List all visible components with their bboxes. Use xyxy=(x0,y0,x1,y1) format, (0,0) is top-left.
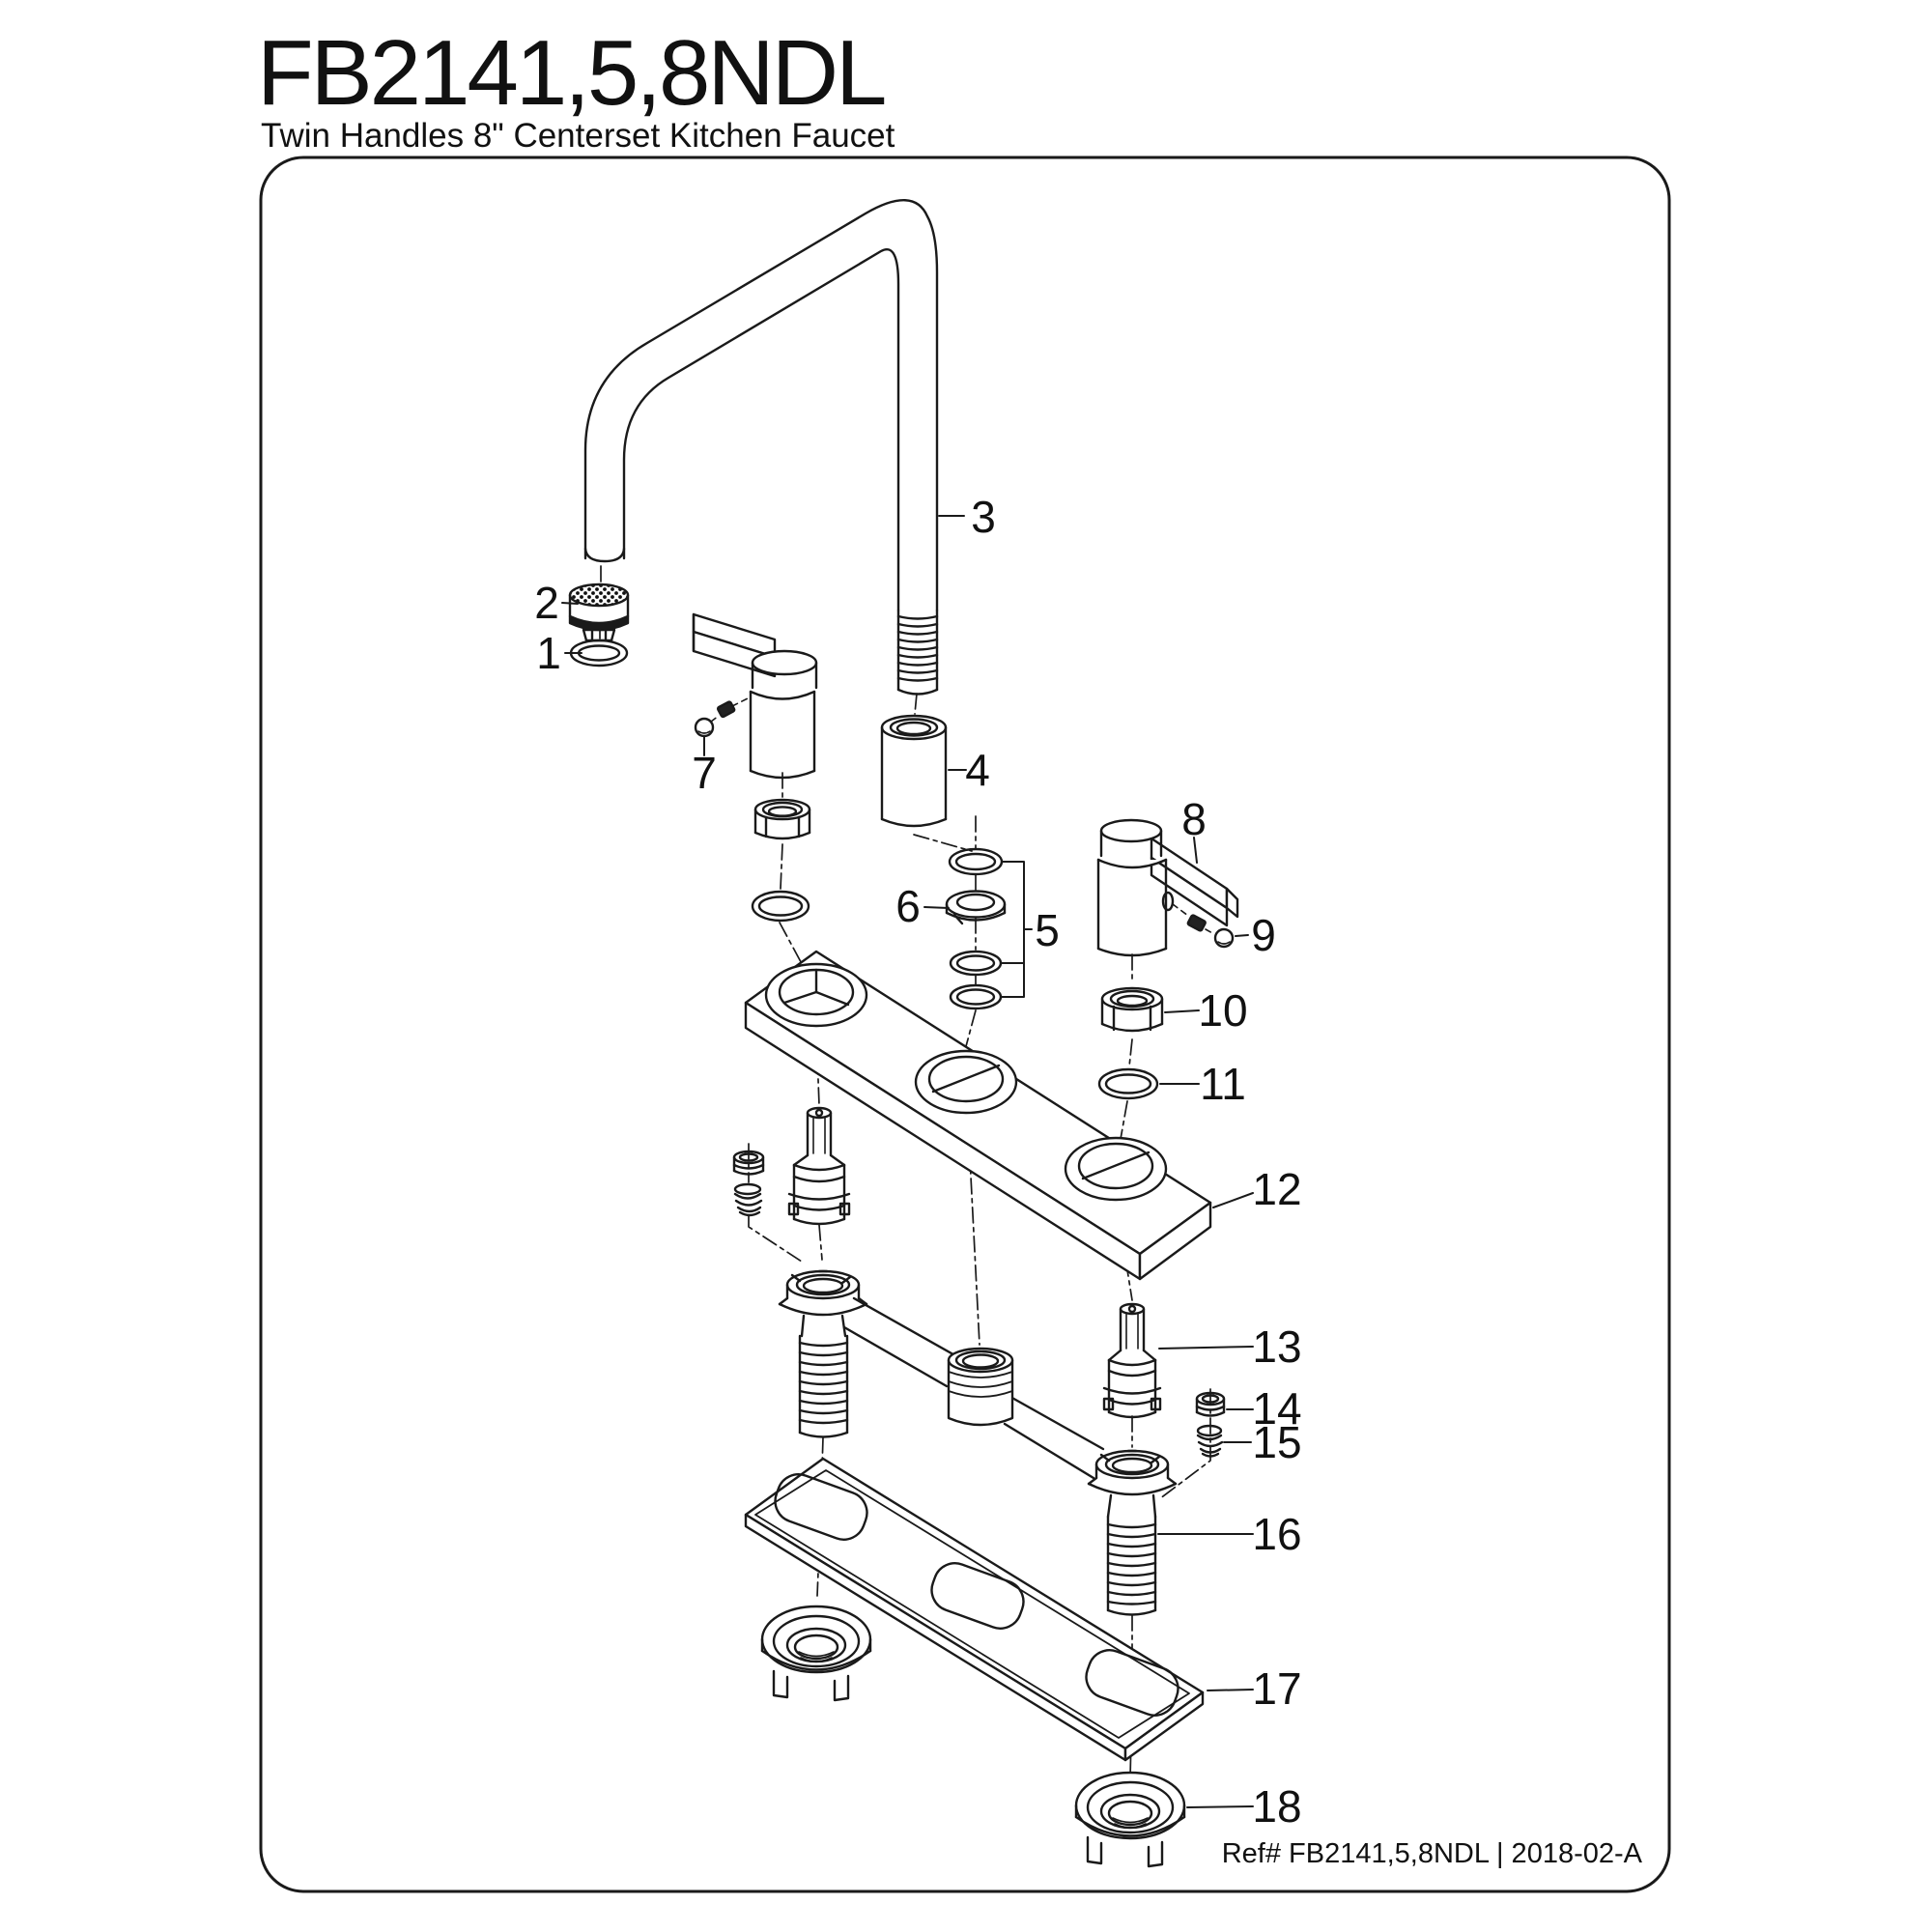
o-ring-right xyxy=(1097,1067,1159,1100)
reference-number: Ref# FB2141,5,8NDL | 2018-02-A xyxy=(1222,1838,1643,1869)
part-label-4: 4 xyxy=(965,745,990,795)
center-boss xyxy=(947,1347,1014,1427)
part-label-2: 2 xyxy=(534,578,559,628)
page-title: FB2141,5,8NDL xyxy=(257,21,885,125)
left-cartridge-spring xyxy=(733,1182,763,1217)
part-label-10: 10 xyxy=(1198,985,1247,1036)
manifold xyxy=(778,1269,1178,1616)
handle-set-screw-right xyxy=(1172,903,1235,949)
part-label-1: 1 xyxy=(536,628,561,678)
part-label-15: 15 xyxy=(1252,1417,1301,1467)
bracket-5 xyxy=(1001,861,1033,998)
part-labels: 1 2 3 4 5 6 7 8 9 10 11 12 13 14 15 16 1… xyxy=(534,492,1301,1832)
left-cartridge xyxy=(787,1106,851,1226)
part-label-18: 18 xyxy=(1252,1781,1301,1832)
right-shank xyxy=(1087,1449,1178,1616)
bushing-14 xyxy=(1195,1391,1226,1417)
spout-tube xyxy=(583,199,939,696)
left-handle-nut xyxy=(753,798,811,840)
deck-plate xyxy=(744,950,1212,1281)
part-label-9: 9 xyxy=(1251,910,1276,960)
spring-15 xyxy=(1196,1424,1224,1458)
aerator xyxy=(568,582,630,642)
part-label-6: 6 xyxy=(895,881,921,931)
left-handle-o-ring xyxy=(751,890,810,923)
spout-base xyxy=(880,714,948,828)
handle-nut-right xyxy=(1100,986,1164,1033)
part-label-8: 8 xyxy=(1181,794,1207,844)
base-gasket xyxy=(744,1457,1205,1762)
part-label-16: 16 xyxy=(1252,1509,1301,1559)
part-label-12: 12 xyxy=(1252,1164,1301,1214)
part-label-13: 13 xyxy=(1252,1321,1301,1372)
diagram-border xyxy=(259,156,1671,1893)
left-handle xyxy=(692,612,818,780)
right-handle xyxy=(1096,818,1239,957)
mounting-nut-18 xyxy=(1074,1771,1186,1868)
page-subtitle: Twin Handles 8" Centerset Kitchen Faucet xyxy=(261,117,895,155)
part-label-5: 5 xyxy=(1035,905,1060,955)
part-label-17: 17 xyxy=(1252,1663,1301,1714)
part-label-7: 7 xyxy=(692,748,717,798)
part-label-11: 11 xyxy=(1200,1059,1246,1109)
leader-lines xyxy=(561,515,1254,1808)
mounting-nut-left xyxy=(760,1605,872,1702)
right-cartridge xyxy=(1102,1302,1162,1419)
left-cartridge-bushing xyxy=(732,1150,765,1176)
part-label-3: 3 xyxy=(971,492,996,542)
diagram-linework xyxy=(561,199,1254,1868)
handle-set-screw-left xyxy=(694,696,751,738)
left-shank xyxy=(778,1269,868,1438)
part-label-14: 14 xyxy=(1252,1383,1301,1434)
